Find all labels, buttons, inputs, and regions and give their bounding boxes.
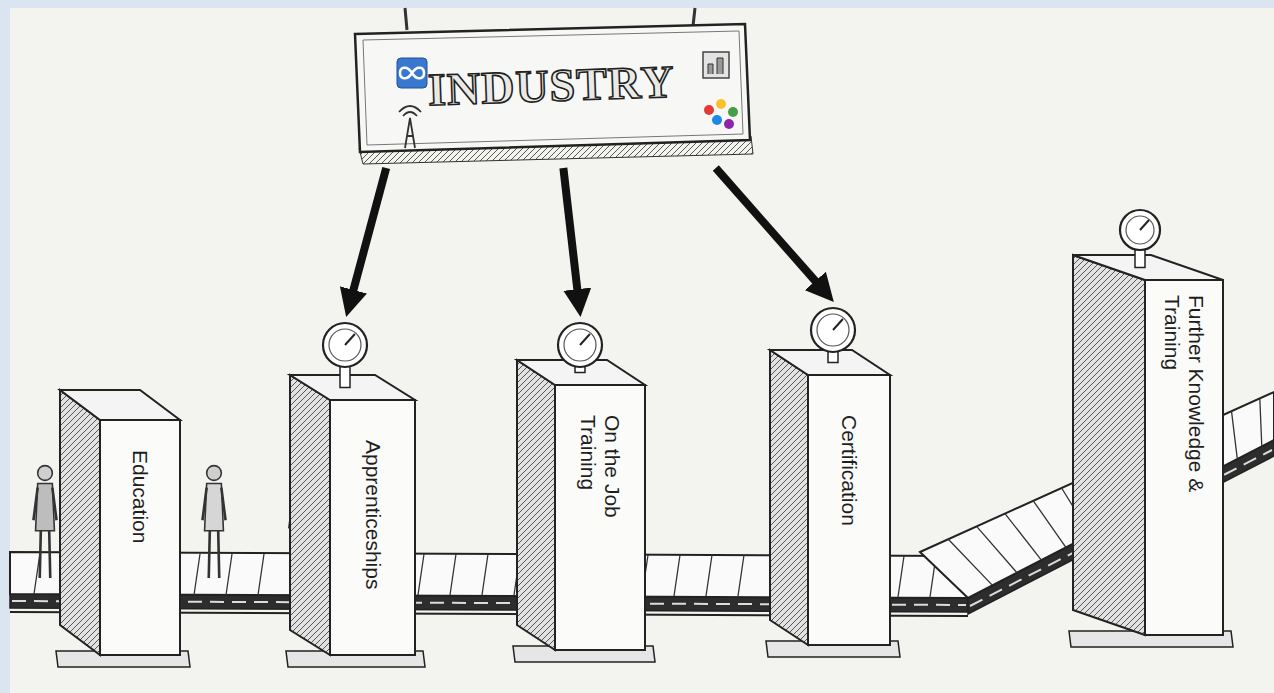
pillar-shape bbox=[507, 317, 657, 666]
person-figure bbox=[33, 466, 56, 578]
stage-pillar: Apprenticeships bbox=[280, 317, 427, 671]
pillar-shape bbox=[50, 384, 192, 671]
pillar-shape bbox=[280, 317, 427, 671]
industry-arrow bbox=[346, 168, 386, 317]
pillar-label-box: Certification bbox=[808, 415, 890, 620]
stage-pillar: Education bbox=[50, 384, 192, 671]
stage-pillar: Further Knowledge & Training bbox=[1063, 204, 1235, 651]
industry-arrow bbox=[716, 168, 834, 302]
pillar-label-box: Further Knowledge & Training bbox=[1145, 295, 1223, 510]
pillar-shape bbox=[760, 302, 902, 661]
stage-pillar: Certification bbox=[760, 302, 902, 661]
pillar-label-box: On the Job Training bbox=[555, 415, 645, 545]
pillar-label: Apprenticeships bbox=[360, 440, 384, 645]
pillar-label: Education bbox=[128, 450, 152, 650]
sign-label: INDUSTRY bbox=[427, 54, 675, 116]
pillar-label: Further Knowledge & Training bbox=[1160, 295, 1208, 510]
paper bbox=[10, 8, 1274, 693]
pillar-label: Certification bbox=[837, 415, 861, 620]
pillar-label: On the Job Training bbox=[576, 415, 624, 545]
industry-sign: INDUSTRY bbox=[345, 8, 757, 168]
pillar-label-box: Education bbox=[100, 450, 180, 650]
stage-pillar: On the Job Training bbox=[507, 317, 657, 666]
person-figure bbox=[202, 466, 225, 578]
industry-arrow bbox=[563, 168, 580, 317]
pillar-shape bbox=[1063, 204, 1235, 651]
pillar-label-box: Apprenticeships bbox=[330, 440, 415, 645]
sign-label-box: INDUSTRY bbox=[345, 8, 757, 168]
